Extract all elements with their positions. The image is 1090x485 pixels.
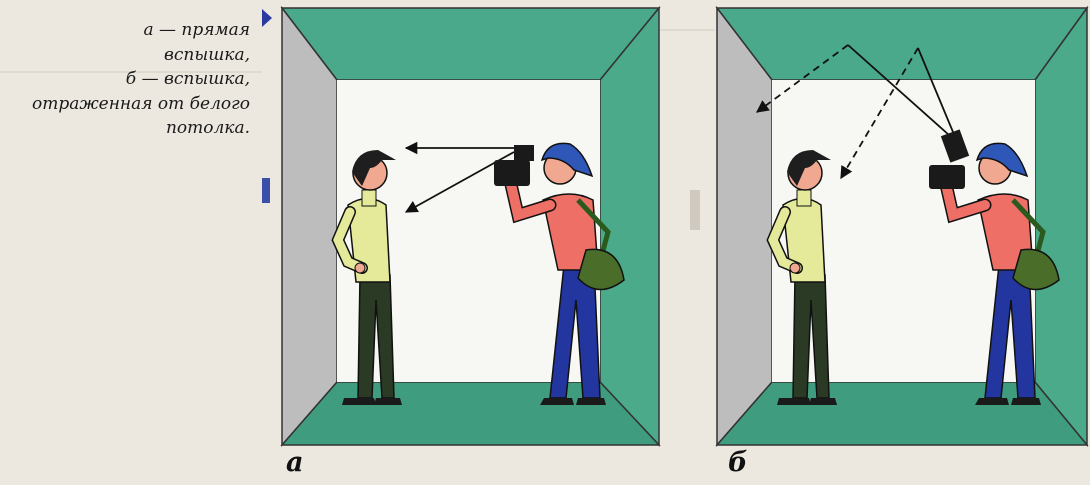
right-wall <box>1035 8 1087 445</box>
right-wall <box>600 8 659 445</box>
camera-icon <box>929 165 965 189</box>
floor <box>282 382 659 445</box>
panel-label-b: б <box>728 447 748 478</box>
panel-label-a: а <box>286 447 304 478</box>
camera-icon <box>494 160 530 186</box>
caption-line: вспышка, <box>0 43 250 68</box>
caption-line: а — прямая <box>0 18 250 43</box>
margin-tab <box>262 178 270 203</box>
left-wall <box>282 8 337 445</box>
caption-marker-icon <box>262 9 272 27</box>
ceiling <box>717 8 1087 80</box>
panel-bounce-flash <box>713 0 1090 452</box>
caption-line: потолка. <box>0 116 250 141</box>
caption-line: отраженная от белого <box>0 92 250 117</box>
figure-caption: а — прямая вспышка, б — вспышка, отражен… <box>0 18 250 141</box>
caption-line: б — вспышка, <box>0 67 250 92</box>
panel-direct-flash <box>278 0 663 452</box>
left-wall <box>717 8 772 445</box>
ceiling <box>282 8 659 80</box>
